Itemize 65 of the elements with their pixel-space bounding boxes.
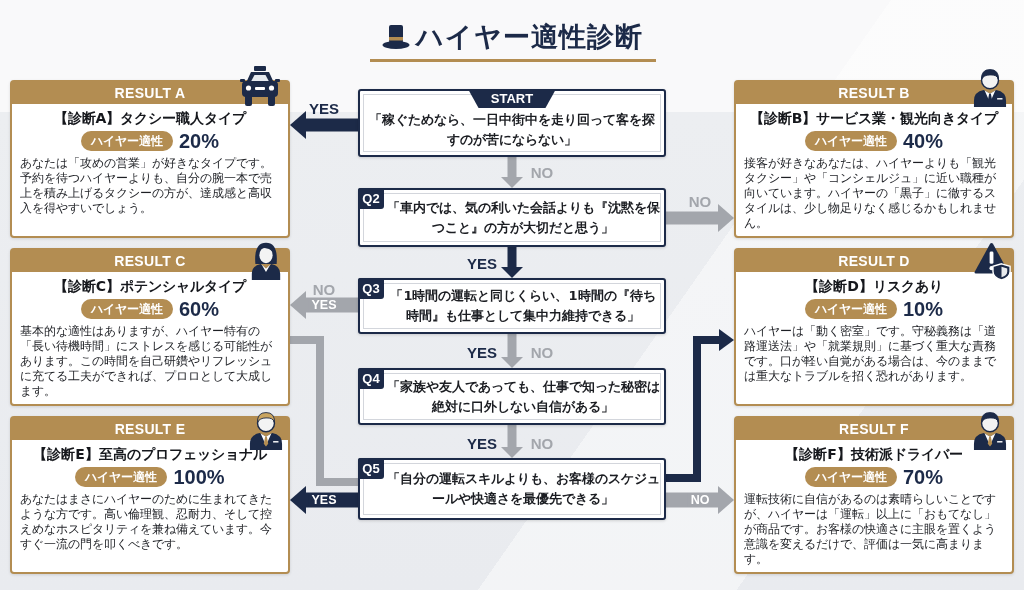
question-box: [358, 368, 666, 425]
edge-label: NO: [688, 192, 712, 210]
question-box: [358, 188, 666, 247]
arrow: [501, 425, 523, 458]
arrow: [666, 486, 734, 514]
arrow: [501, 247, 523, 278]
aptitude-tag: ハイヤー適性: [805, 299, 897, 319]
result-header: RESULT C: [12, 250, 288, 272]
arrow: [501, 334, 523, 368]
result-title: 【診断A】タクシー職人タイプ: [53, 109, 247, 128]
edge-label: YES: [308, 493, 340, 507]
result-description: 運転技術に自信があるのは素晴らしいことですが、ハイヤーは「運転」以上に「おもてなし」が商品です。お客様の快適さに主眼を置くよう意識を変えるだけで、評価は一気に高まります。: [744, 492, 997, 567]
question-number-tag: Q2: [358, 188, 384, 209]
arrow: [501, 157, 523, 188]
diagram-title: ハイヤー適性診断: [415, 20, 643, 54]
edge-label: NO: [530, 163, 554, 181]
arrow: [666, 204, 734, 232]
result-header: RESULT F: [736, 418, 1012, 440]
result-title: 【診断F】技術派ドライバー: [785, 445, 963, 464]
answer-label: YES: [467, 434, 497, 452]
question-text: 「家族や友人であっても、仕事で知った秘密は絶対に口外しない自信がある」: [386, 377, 660, 416]
result-header: RESULT B: [736, 82, 1012, 104]
aptitude-score: 20%: [179, 130, 219, 152]
question-number-tag: Q5: [358, 458, 384, 479]
aptitude-score: 60%: [179, 298, 219, 320]
answer-label: YES: [467, 343, 497, 361]
aptitude-score: 70%: [903, 466, 943, 488]
edge-label: YES: [467, 254, 497, 272]
question-text: 「自分の運転スキルよりも、お客様のスケジュールや快適さを最優先できる」: [386, 470, 660, 508]
question-box: [358, 278, 666, 334]
question-number-tag: Q4: [358, 368, 384, 389]
arrow: [290, 486, 358, 514]
aptitude-tag: ハイヤー適性: [75, 467, 168, 487]
question-text: 「車内では、気の利いた会話よりも『沈黙を保つこと』の方が大切だと思う」: [386, 198, 660, 237]
result-description: 基本的な適性はありますが、ハイヤー特有の「長い待機時間」にストレスを感じる可能性があります。この時間を自己研鑽やリフレッシュに充てる工夫ができれば、プロロとして大成します。: [20, 324, 273, 399]
result-title: 【診断C】ポテンシャルタイプ: [53, 277, 247, 296]
question-text: 「稼ぐためなら、一日中街中を走り回って客を探すのが苦にならない」: [368, 111, 656, 149]
edge-label: NO: [530, 434, 554, 452]
aptitude-tag: ハイヤー適性: [81, 131, 173, 151]
arrow: [290, 291, 358, 319]
result-description: あなたは「攻めの営業」が好きなタイプです。予約を待つハイヤーよりも、自分の腕一本で売上を積み上げるタクシーの方が、達成感と高収入を得やすいでしょう。: [20, 156, 273, 216]
aptitude-score: 10%: [903, 298, 943, 320]
result-title: 【診断E】至高のプロフェッショナル: [33, 445, 267, 464]
question-box: [358, 89, 666, 157]
edge-label: NO: [530, 343, 554, 361]
aptitude-score: 40%: [903, 130, 943, 152]
edge-label: YES: [308, 298, 340, 312]
result-description: あなたはまさにハイヤーのために生まれてきたような方です。高い倫理観、忍耐力、そして控えめなホスピタリティを兼ね備えています。今すぐ一流の門を叩くべきです。: [20, 492, 273, 552]
aptitude-tag: ハイヤー適性: [81, 299, 173, 319]
aptitude-tag: ハイヤー適性: [805, 131, 897, 151]
question-box: [358, 458, 666, 520]
aptitude-score: 100%: [173, 466, 225, 488]
question-text: 「1時間の運転と同じくらい、1時間の『待ち時間』も仕事として集中力維持できる」: [389, 287, 657, 325]
aptitude-tag: ハイヤー適性: [805, 467, 897, 487]
question-number-tag: Q3: [358, 278, 384, 299]
result-header: RESULT E: [12, 418, 288, 440]
edge-label: YES: [309, 99, 339, 117]
result-description: ハイヤーは「動く密室」です。守秘義務は「道路運送法」や「就業規則」に基づく重大な責務です。口が軽い自覚がある場合は、今のままでは重大なトラブルを招く恐れがあります。: [744, 324, 997, 384]
start-tab: START: [468, 89, 556, 108]
answer-label: NO: [312, 280, 336, 298]
result-title: 【診断B】サービス業・観光向きタイプ: [749, 109, 999, 128]
arrow: [666, 329, 734, 482]
result-title: 【診断D】リスクあり: [805, 277, 943, 296]
arrow: [290, 111, 358, 139]
result-description: 接客が好きなあなたは、ハイヤーよりも「観光タクシー」や「コンシェルジュ」に近い職種が向いています。ハイヤーの「黒子」に徹するスタイルは、少し物足りなく感じるかもしれません。: [744, 156, 997, 231]
